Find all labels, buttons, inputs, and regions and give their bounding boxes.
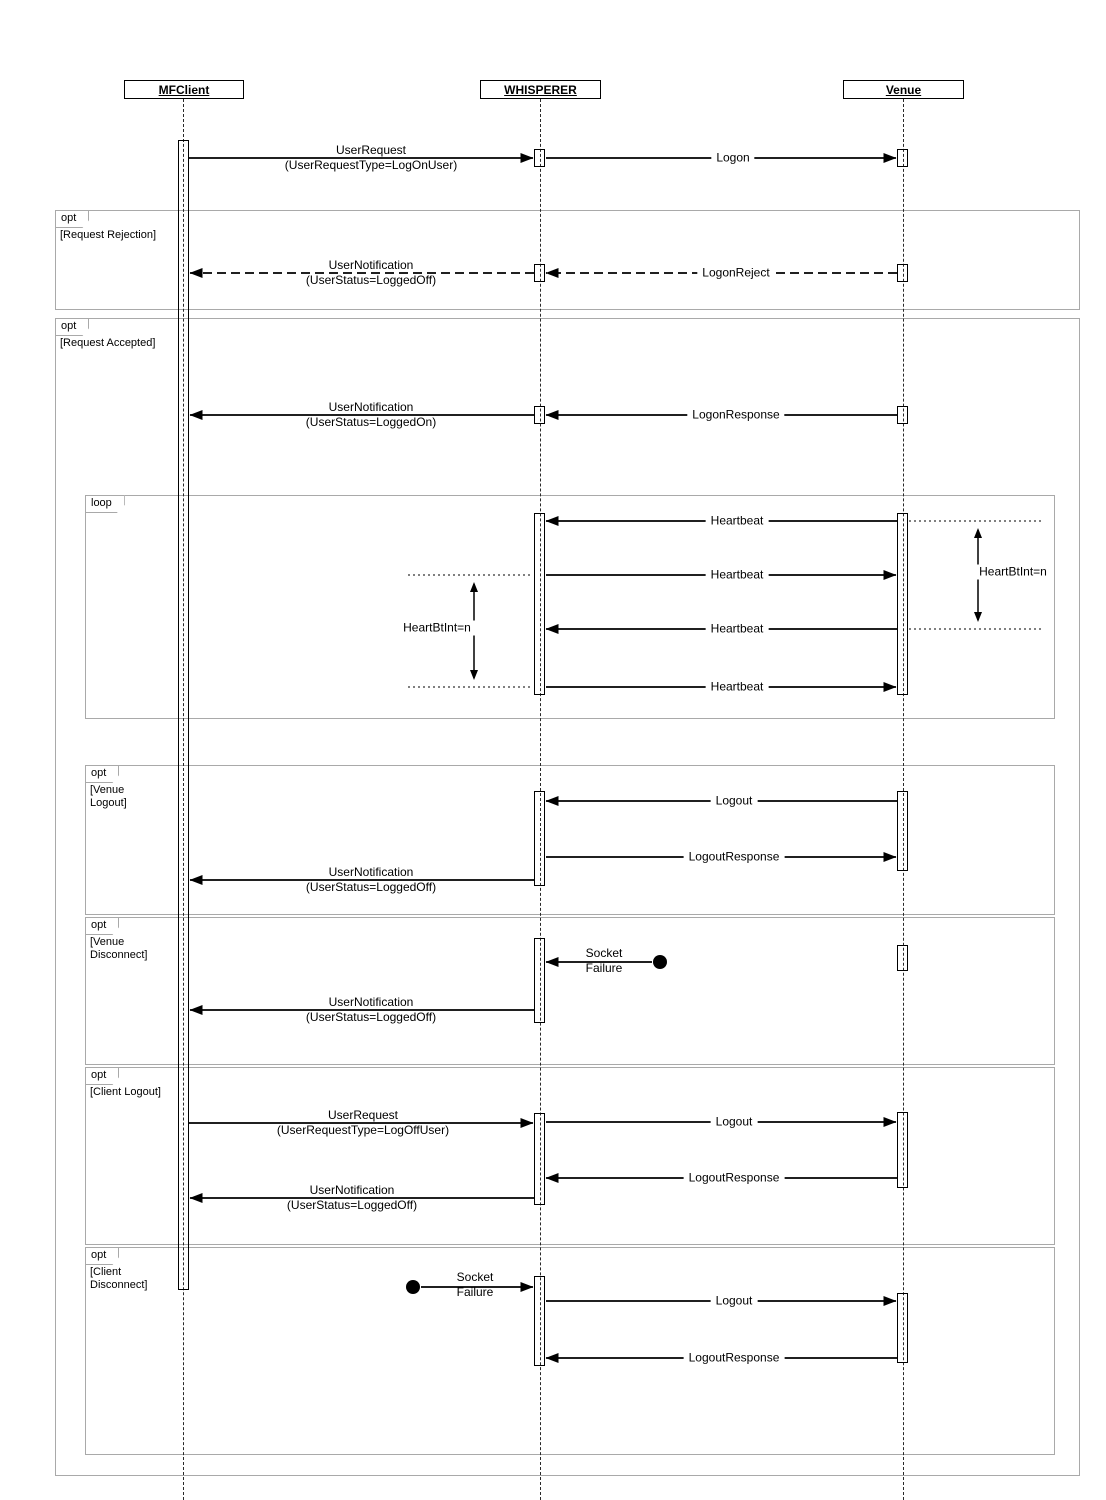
fragment-operator-label: loop bbox=[85, 495, 125, 513]
msg-label-logon-reject: LogonReject bbox=[697, 265, 775, 281]
fragment-operator-label: opt bbox=[85, 1067, 120, 1085]
msg-label-heartbeat-4: Heartbeat bbox=[705, 679, 769, 695]
msg-label-user-request-logon: UserRequest (UserRequestType=LogOnUser) bbox=[284, 143, 458, 172]
activation-venue-disconnect bbox=[897, 945, 908, 971]
lifeline-mfclient bbox=[183, 99, 184, 1500]
msg-label-user-notification-venue-disconnect: UserNotification (UserStatus=LoggedOff) bbox=[305, 995, 437, 1024]
msg-label-user-notification-venue-logout: UserNotification (UserStatus=LoggedOff) bbox=[305, 865, 437, 894]
fragment-heartbeat-loop: loop bbox=[85, 495, 1055, 719]
fragment-guard-label: [Request Rejection] bbox=[60, 229, 156, 241]
actor-mfclient-label: MFClient bbox=[158, 82, 210, 97]
msg-label-logout-response-client: LogoutResponse bbox=[683, 1170, 785, 1186]
activation-venue-logout bbox=[897, 791, 908, 871]
msg-label-logout-client: Logout bbox=[710, 1114, 758, 1130]
fragment-guard-label: [Client Disconnect] bbox=[90, 1266, 148, 1291]
fragment-request-accepted: opt [Request Accepted] bbox=[55, 318, 1080, 1476]
fragment-client-logout: opt [Client Logout] bbox=[85, 1067, 1055, 1245]
activation-venue-client-logout bbox=[897, 1112, 908, 1188]
fragment-guard-label: [Request Accepted] bbox=[60, 337, 156, 349]
msg-label-user-notification-client-logout: UserNotification (UserStatus=LoggedOff) bbox=[286, 1183, 418, 1212]
fragment-guard-label: [Venue Logout] bbox=[90, 784, 127, 809]
msg-label-logout-venue: Logout bbox=[710, 793, 758, 809]
heartbtint-arrowhead-left-bottom bbox=[470, 670, 478, 680]
msg-label-heartbeat-2: Heartbeat bbox=[705, 567, 769, 583]
actor-venue-label: Venue bbox=[885, 82, 922, 97]
activation-venue-accept bbox=[897, 406, 908, 424]
activation-venue-logon bbox=[897, 149, 908, 167]
activation-mfclient bbox=[178, 140, 189, 1290]
lifeline-whisperer bbox=[540, 99, 541, 1500]
fragment-request-rejection: opt [Request Rejection] bbox=[55, 210, 1080, 310]
activation-venue-reject bbox=[897, 264, 908, 282]
activation-whisperer-accept bbox=[534, 406, 545, 424]
activation-whisperer-logon bbox=[534, 149, 545, 167]
msg-label-socket-failure-venue: Socket Failure bbox=[585, 946, 623, 975]
actor-whisperer-label: WHISPERER bbox=[504, 82, 577, 97]
msg-label-user-notification-rejected: UserNotification (UserStatus=LoggedOff) bbox=[305, 258, 437, 287]
heartbtint-label-left: HeartBtInt=n bbox=[398, 620, 476, 636]
activation-whisperer-venue-logout bbox=[534, 791, 545, 886]
fragment-venue-logout: opt [Venue Logout] bbox=[85, 765, 1055, 915]
activation-whisperer-client-logout bbox=[534, 1113, 545, 1205]
fragment-operator-label: opt bbox=[85, 1247, 120, 1265]
activation-venue-client-disconnect bbox=[897, 1293, 908, 1363]
heartbtint-arrowhead-right-bottom bbox=[974, 612, 982, 622]
msg-label-user-request-logoff: UserRequest (UserRequestType=LogOffUser) bbox=[276, 1108, 450, 1137]
msg-label-heartbeat-3: Heartbeat bbox=[705, 621, 769, 637]
activation-whisperer-reject bbox=[534, 264, 545, 282]
activation-whisperer-loop bbox=[534, 513, 545, 695]
msg-label-heartbeat-1: Heartbeat bbox=[705, 513, 769, 529]
actor-mfclient[interactable]: MFClient bbox=[124, 80, 244, 99]
fragment-operator-label: opt bbox=[55, 318, 90, 336]
msg-label-logout-response-disconnect: LogoutResponse bbox=[683, 1350, 785, 1366]
activation-venue-loop bbox=[897, 513, 908, 695]
msg-label-socket-failure-client: Socket Failure bbox=[456, 1270, 494, 1299]
socket-failure-endpoint-venue bbox=[653, 955, 667, 969]
msg-label-logon-response: LogonResponse bbox=[687, 407, 785, 423]
fragment-venue-disconnect: opt [Venue Disconnect] bbox=[85, 917, 1055, 1065]
heartbtint-label-right: HeartBtInt=n bbox=[974, 564, 1052, 580]
fragment-guard-label: [Client Logout] bbox=[90, 1086, 161, 1098]
activation-whisperer-venue-disconnect bbox=[534, 938, 545, 1023]
fragment-guard-label: [Venue Disconnect] bbox=[90, 936, 148, 961]
fragment-operator-label: opt bbox=[55, 210, 90, 228]
msg-label-logout-response-venue: LogoutResponse bbox=[683, 849, 785, 865]
msg-label-logon: Logon bbox=[711, 150, 755, 166]
msg-label-user-notification-loggedon: UserNotification (UserStatus=LoggedOn) bbox=[305, 400, 437, 429]
heartbtint-arrowhead-left-top bbox=[470, 582, 478, 592]
activation-whisperer-client-disconnect bbox=[534, 1276, 545, 1366]
heartbtint-arrowhead-right-top bbox=[974, 528, 982, 538]
fragment-operator-label: opt bbox=[85, 765, 120, 783]
msg-label-logout-disconnect: Logout bbox=[710, 1293, 758, 1309]
socket-failure-endpoint-client bbox=[406, 1280, 420, 1294]
fragment-operator-label: opt bbox=[85, 917, 120, 935]
lifeline-venue bbox=[903, 99, 904, 1500]
actor-venue[interactable]: Venue bbox=[843, 80, 964, 99]
fragment-client-disconnect: opt [Client Disconnect] bbox=[85, 1247, 1055, 1455]
actor-whisperer[interactable]: WHISPERER bbox=[480, 80, 601, 99]
